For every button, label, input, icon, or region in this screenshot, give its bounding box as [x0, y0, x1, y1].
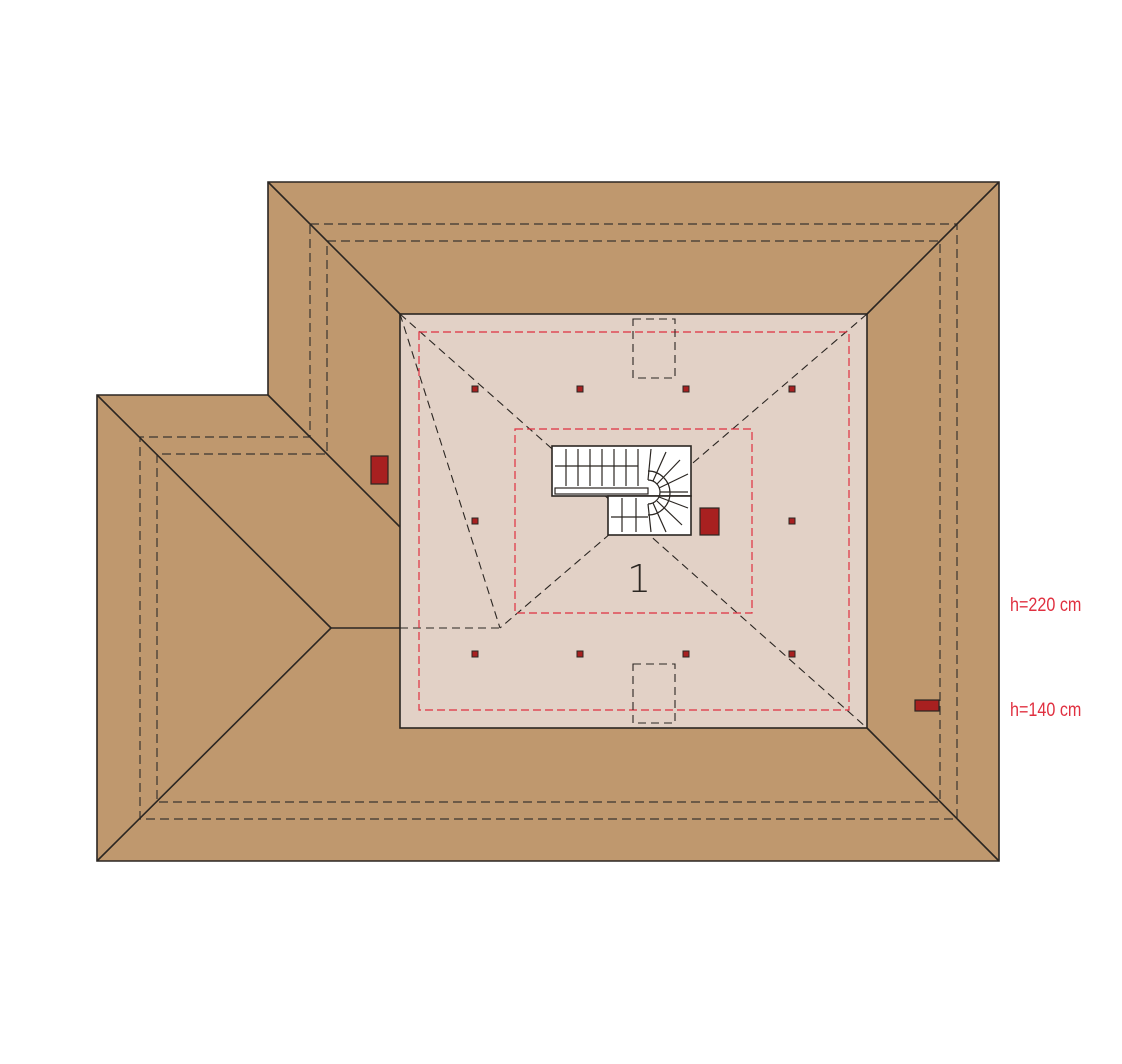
roof-ridges [96, 181, 1000, 862]
post [471, 385, 479, 393]
post [682, 650, 690, 658]
post [576, 385, 584, 393]
post [471, 650, 479, 658]
post [788, 385, 796, 393]
post [682, 385, 690, 393]
post [788, 517, 796, 525]
chimney-left [370, 455, 389, 485]
staircase [551, 445, 692, 536]
post [788, 650, 796, 658]
height-line-140 [418, 331, 850, 711]
posts [471, 385, 796, 658]
post [576, 650, 584, 658]
post [471, 517, 479, 525]
chimney-right [914, 699, 940, 712]
height-label-140: h=140 cm [1010, 700, 1082, 721]
height-label-220: h=220 cm [1010, 595, 1082, 616]
roof-window-bottom [632, 663, 676, 724]
roof-window-top [632, 318, 676, 379]
height-line-220 [514, 428, 753, 614]
room-number: 1 [627, 557, 651, 601]
chimney-center [699, 507, 720, 536]
